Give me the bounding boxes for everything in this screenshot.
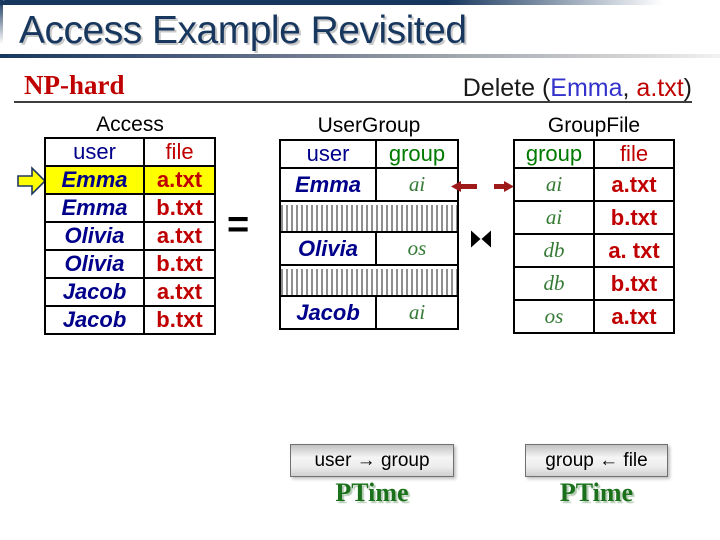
user-group-col-group: group [375, 141, 457, 167]
cell-user: Jacob [296, 299, 360, 325]
table-row-hidden-striped [281, 264, 457, 295]
user-group-col-user: user [306, 141, 350, 166]
table-row: ai a.txt [515, 167, 673, 200]
table-row-hidden-striped [281, 200, 457, 231]
access-col-user: user [73, 139, 116, 164]
natural-join-icon [471, 230, 491, 248]
cell-group: ai [375, 297, 457, 328]
group-file-header-row: group file [515, 141, 673, 167]
equals-operator: = [227, 204, 250, 246]
table-row: Jacob ai [281, 295, 457, 328]
cell-file: b.txt [143, 307, 214, 333]
cell-file: b.txt [593, 268, 673, 299]
cell-group: db [543, 271, 565, 295]
cell-user: Olivia [64, 251, 125, 276]
user-group-table: UserGroup user group Emma ai Olivia os J… [279, 112, 459, 330]
slide-left-border [0, 0, 3, 44]
group-file-rule-box: group ← file [525, 444, 668, 477]
access-col-file: file [143, 139, 214, 165]
cell-file: b.txt [593, 202, 673, 233]
user-group-header-row: user group [281, 141, 457, 167]
delete-separator: , [622, 74, 637, 102]
cell-file: a.txt [593, 301, 673, 332]
group-file-table-title: GroupFile [547, 114, 641, 137]
access-header-row: user file [46, 139, 214, 165]
table-row: db a. txt [515, 233, 673, 266]
cell-group: ai [545, 172, 563, 196]
user-group-rule-box: user → group [290, 444, 454, 477]
slide-top-border [0, 0, 720, 5]
table-row: Jacob a.txt [46, 277, 214, 305]
join-link-arrows-icon [451, 181, 514, 192]
cell-user: Jacob [62, 279, 127, 304]
ptime-left-label: PTime [335, 478, 409, 507]
table-row-highlighted: Emma a.txt [46, 165, 214, 193]
group-file-col-group: group [525, 141, 583, 166]
group-file-table: GroupFile group file ai a.txt ai b.txt d… [513, 112, 675, 334]
cell-group: os [375, 233, 457, 264]
cell-file: b.txt [143, 195, 214, 221]
cell-file: b.txt [143, 251, 214, 277]
cell-user: Olivia [64, 223, 125, 248]
table-row: Emma b.txt [46, 193, 214, 221]
row-pointer-arrow-icon [17, 166, 47, 196]
title-underline [0, 54, 720, 58]
cell-group: db [543, 238, 565, 262]
delete-prefix: Delete ( [462, 74, 551, 102]
cell-group: ai [545, 205, 563, 229]
cell-group: ai [375, 169, 457, 200]
cell-file: a. txt [593, 235, 673, 266]
cell-user: Emma [61, 195, 128, 220]
access-table: Access user file Emma a.txt Emma b.txt O… [44, 112, 216, 335]
table-row: Olivia a.txt [46, 221, 214, 249]
access-table-title: Access [96, 113, 164, 136]
group-file-col-file: file [593, 141, 673, 167]
stripe-pattern [281, 205, 457, 231]
np-hard-label: NP-hard [24, 70, 125, 100]
delete-file: a.txt [636, 74, 684, 102]
table-row: Emma ai [281, 167, 457, 200]
cell-user: Emma [61, 167, 128, 192]
cell-user: Jacob [62, 307, 127, 332]
table-row: db b.txt [515, 266, 673, 299]
table-row: os a.txt [515, 299, 673, 332]
cell-user: Emma [294, 171, 362, 197]
stripe-pattern [281, 269, 457, 295]
table-row: Jacob b.txt [46, 305, 214, 333]
page-title: Access Example Revisited [19, 9, 467, 52]
user-group-table-title: UserGroup [317, 114, 421, 137]
subheading-underline [14, 101, 692, 103]
delete-user: Emma [550, 74, 623, 102]
cell-group: os [544, 304, 564, 328]
delete-operation-label: Delete (Emma, a.txt) [463, 74, 692, 103]
table-row: Olivia os [281, 231, 457, 264]
table-row: ai b.txt [515, 200, 673, 233]
table-row: Olivia b.txt [46, 249, 214, 277]
cell-file: a.txt [593, 169, 673, 200]
cell-file: a.txt [143, 223, 214, 249]
cell-file: a.txt [143, 279, 214, 305]
delete-suffix: ) [683, 74, 692, 102]
cell-file: a.txt [143, 167, 214, 193]
cell-user: Olivia [298, 235, 358, 261]
ptime-right-label: PTime [559, 478, 634, 507]
